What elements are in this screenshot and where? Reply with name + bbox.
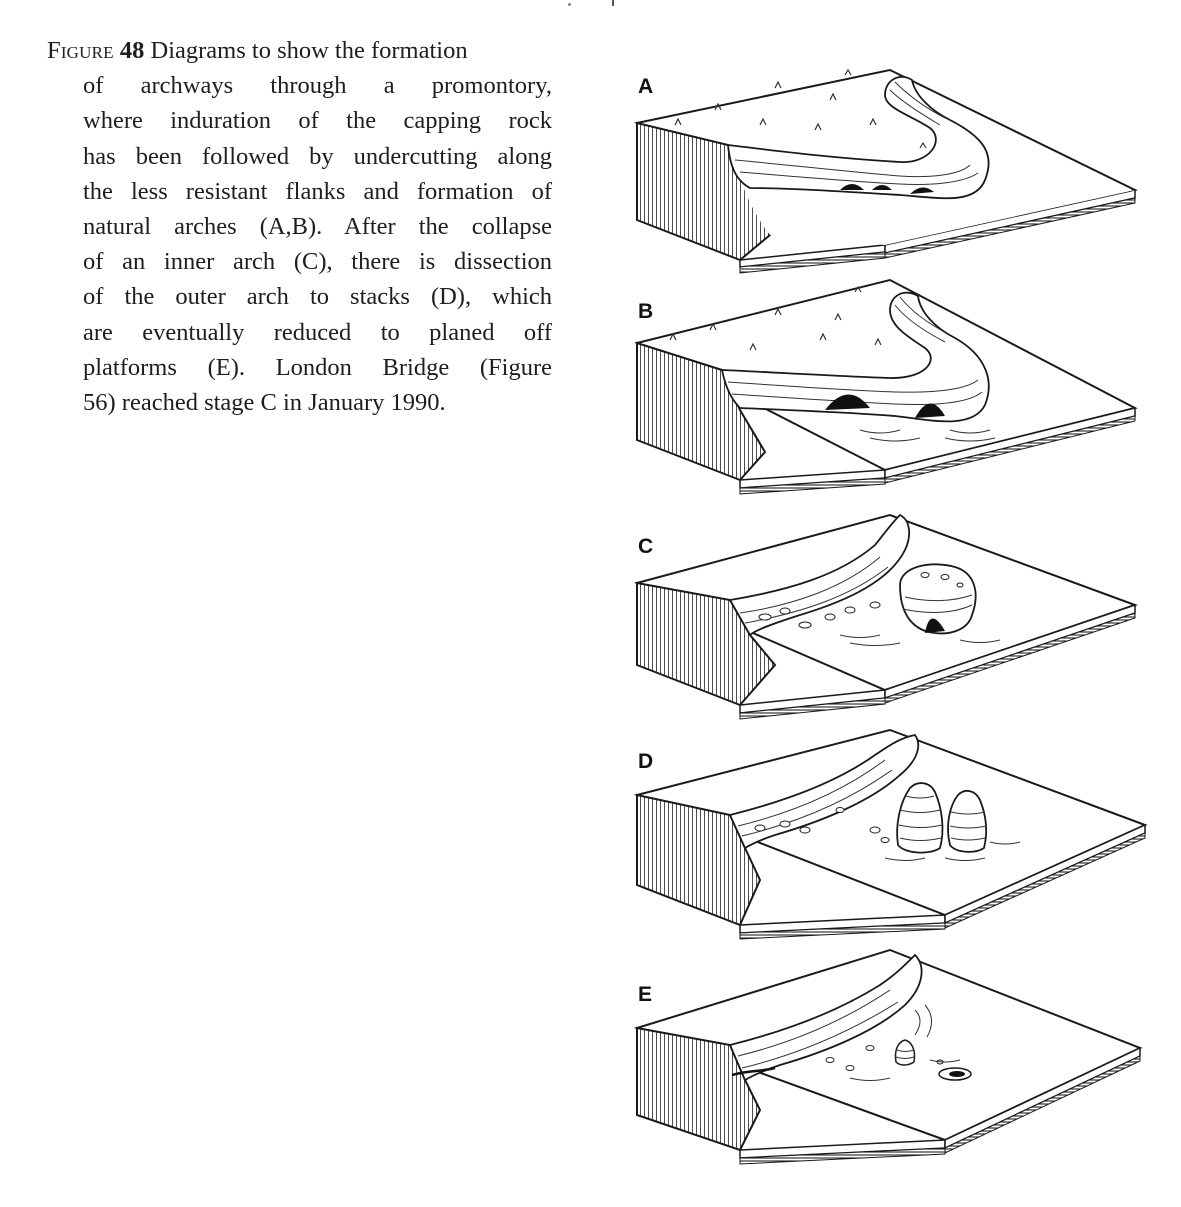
caption-line: where induration of the capping rock: [83, 107, 552, 135]
panel-letter-a: A: [638, 75, 654, 98]
block-diagram-c: [633, 513, 1138, 720]
caption-line: Figure 48 Diagrams to show the formation: [47, 33, 552, 68]
block-diagram-a: [633, 68, 1139, 274]
caption-line: are eventually reduced to planed off: [83, 318, 552, 346]
diagram-panel-e: E: [600, 948, 1160, 1180]
figure-number: 48: [119, 37, 145, 64]
block-diagram-d: [633, 728, 1148, 940]
caption-line: of an inner arch (C), there is dissectio…: [83, 248, 552, 276]
block-diagram-b: [634, 278, 1138, 495]
panel-letter-c: C: [638, 535, 654, 558]
panel-letter-e: E: [638, 983, 653, 1006]
panel-letter-b: B: [638, 300, 654, 323]
diagram-panel-b: B: [600, 278, 1160, 510]
caption-line: natural arches (A,B). After the collapse: [83, 213, 552, 241]
caption-line: has been followed by undercutting along: [83, 142, 552, 170]
figure-caption: Figure 48 Diagrams to show the formation…: [47, 33, 552, 420]
diagram-panel-d: D: [600, 728, 1160, 960]
scan-speck: [568, 3, 571, 6]
caption-line: of archways through a promontory,: [83, 72, 552, 100]
panel-letter-d: D: [638, 750, 654, 773]
diagram-panel-a: A: [600, 68, 1160, 300]
caption-line: of the outer arch to stacks (D), which: [83, 283, 552, 311]
caption-line: 56) reached stage C in January 1990.: [83, 389, 446, 417]
block-diagram-e: [633, 948, 1143, 1165]
caption-line: the less resistant flanks and formation …: [83, 177, 552, 205]
caption-line: platforms (E). London Bridge (Figure: [83, 353, 552, 381]
caption-text: Diagrams to show the formation: [150, 37, 468, 64]
scan-mark: [612, 0, 614, 6]
diagram-panel-c: C: [600, 505, 1160, 735]
figure-label: Figure: [47, 37, 114, 64]
